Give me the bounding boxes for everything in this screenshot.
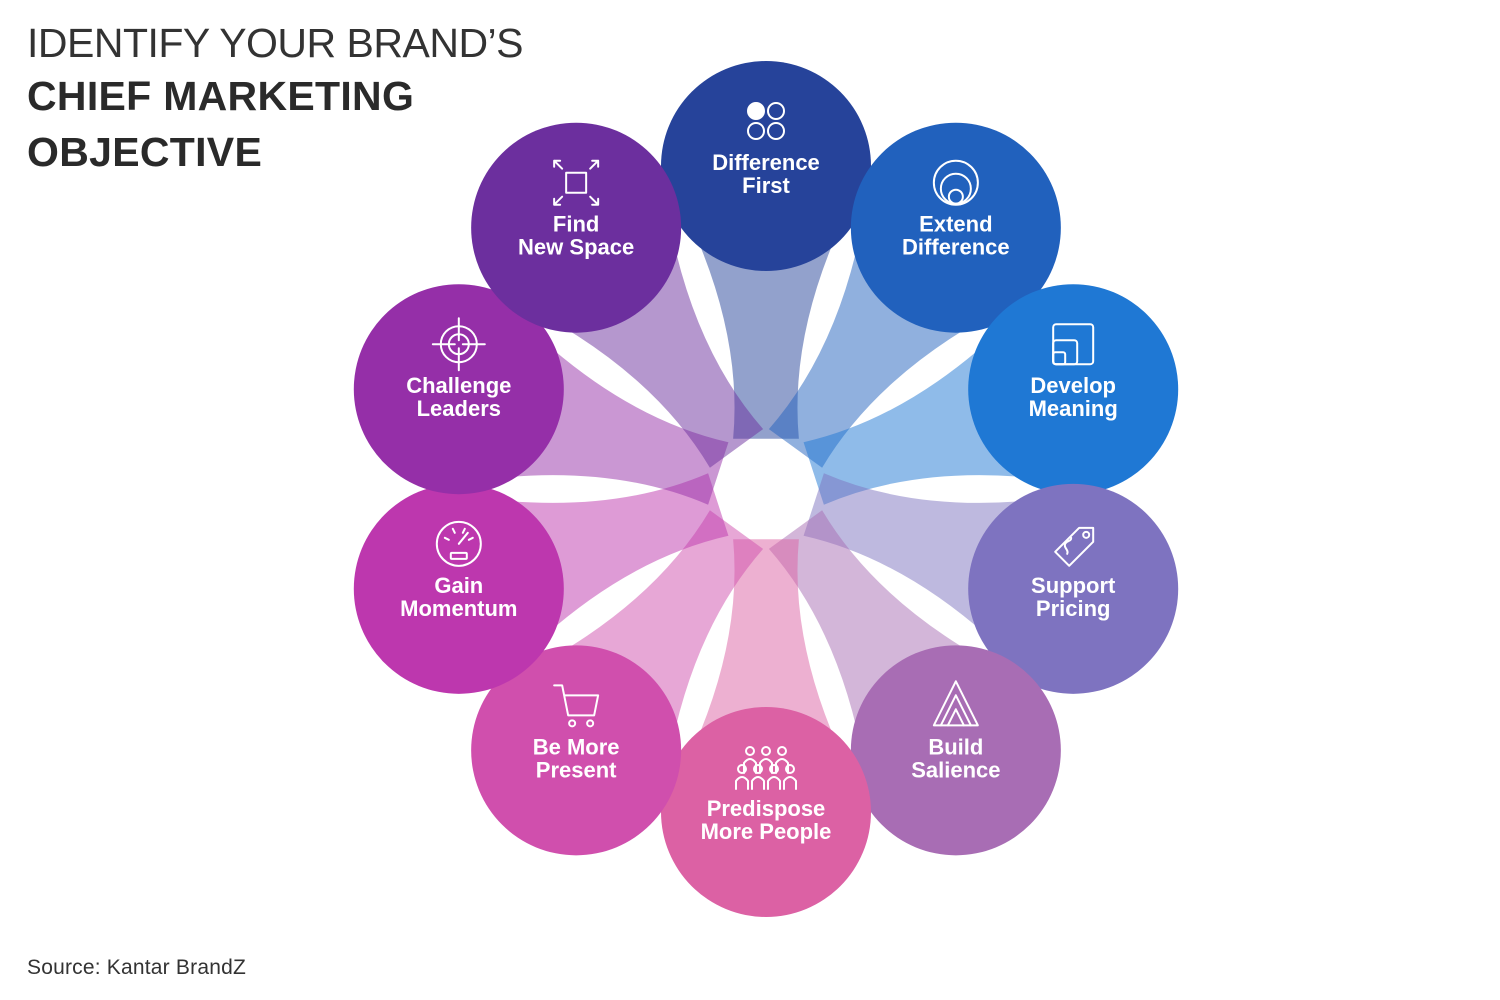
node-label-line: Difference <box>712 150 820 175</box>
node-circle <box>968 284 1179 495</box>
node-circle <box>353 483 564 694</box>
node-label-line: Predispose <box>707 796 826 821</box>
node-label-line: Build <box>928 734 983 759</box>
node-label-line: Support <box>1031 573 1116 598</box>
node-label-line: Difference <box>902 235 1010 260</box>
node-circle <box>661 61 871 271</box>
shopping-cart-icon <box>553 684 600 728</box>
node-label-line: Meaning <box>1029 396 1118 421</box>
price-tag-icon <box>1054 526 1095 567</box>
nested-circles-icon <box>932 159 979 206</box>
circles-grid-icon <box>747 102 785 140</box>
node-label-line: Find <box>553 212 599 237</box>
node-circle <box>471 645 682 856</box>
node-label-line: Salience <box>911 757 1000 782</box>
node-label-line: Leaders <box>417 396 501 421</box>
node-circle <box>353 284 564 495</box>
node-label-line: Present <box>536 757 617 782</box>
title-line-1: IDENTIFY YOUR BRAND’S <box>27 20 524 66</box>
node-label-line: Gain <box>434 573 483 598</box>
node-label-line: Pricing <box>1036 596 1111 621</box>
nested-triangle-icon <box>932 680 979 727</box>
crosshair-icon <box>431 317 486 372</box>
node-circle <box>968 483 1179 694</box>
node-circle <box>661 707 871 917</box>
speedometer-icon <box>435 520 482 567</box>
node-circle <box>471 122 682 333</box>
node-label-line: Challenge <box>406 373 511 398</box>
node-layer: DifferenceFirstExtendDifferenceDevelopMe… <box>353 61 1179 917</box>
node-circle <box>850 122 1061 333</box>
node-label-line: Develop <box>1030 373 1116 398</box>
title-line-2: CHIEF MARKETING <box>27 73 415 119</box>
node-circle <box>850 645 1061 856</box>
node-label-line: Momentum <box>400 596 517 621</box>
node-label-line: Be More <box>533 734 620 759</box>
page-title: IDENTIFY YOUR BRAND’S CHIEF MARKETING OB… <box>27 18 524 180</box>
node-label-line: First <box>742 173 790 198</box>
source-note: Source: Kantar BrandZ <box>27 956 246 979</box>
node-label-line: New Space <box>518 235 634 260</box>
people-group-icon <box>735 746 797 790</box>
expand-arrows-icon <box>553 159 600 206</box>
title-line-3: OBJECTIVE <box>27 129 263 175</box>
node-label-line: Extend <box>919 212 992 237</box>
nested-squares-icon <box>1052 323 1095 366</box>
center-hub <box>719 442 813 536</box>
node-label-line: More People <box>701 819 832 844</box>
